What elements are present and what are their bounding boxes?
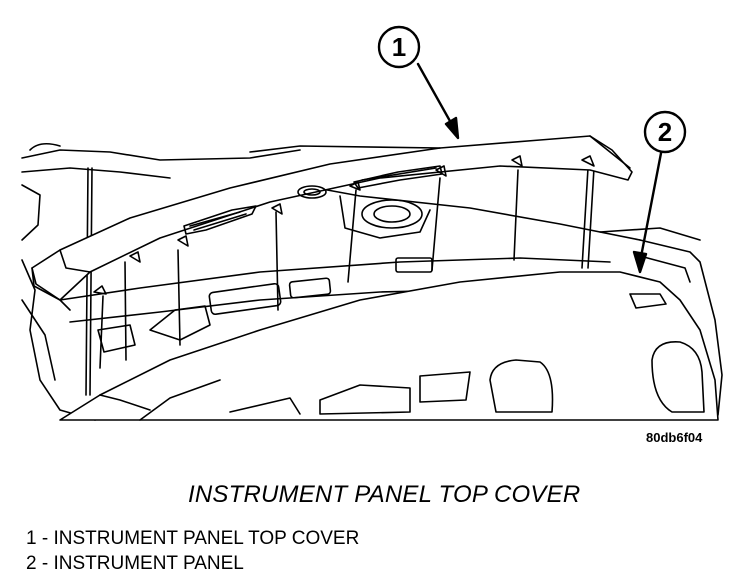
callout-2-number: 2 [658,117,672,147]
figure-caption: INSTRUMENT PANEL TOP COVER [188,481,581,508]
callout-1: 1 [377,25,421,69]
legend-separator: - [41,528,54,549]
callout-2: 2 [643,110,687,154]
instrument-panel [59,271,719,421]
callout-1-number: 1 [392,32,406,62]
legend-item: 1 - INSTRUMENT PANEL TOP COVER [26,526,359,551]
callout-leaders [416,62,664,274]
instrument-panel-top-cover [31,135,633,311]
vehicle-body-structure [21,142,723,421]
legend-text: INSTRUMENT PANEL TOP COVER [53,528,360,549]
legend-separator: - [41,553,54,574]
legend-item: 2 - INSTRUMENT PANEL [26,551,359,576]
figure-code: 80db6f04 [646,430,703,445]
legend-number: 2 [26,553,37,574]
legend-text: INSTRUMENT PANEL [53,553,244,574]
instrument-panel-illustration: 1 2 [21,25,723,421]
legend: 1 - INSTRUMENT PANEL TOP COVER 2 - INSTR… [26,526,359,576]
legend-number: 1 [26,528,37,549]
